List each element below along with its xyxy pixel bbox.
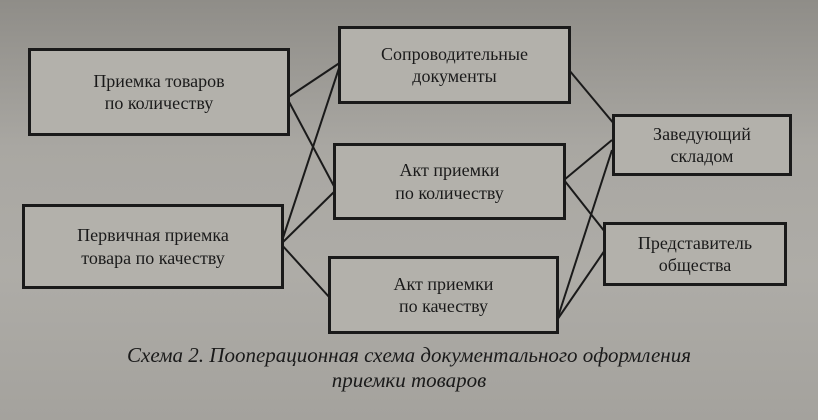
connector-line [286, 97, 337, 191]
box-text: Акт приемки [399, 160, 500, 180]
box-primary-quality: Первичная приемка товара по качеству [22, 204, 284, 289]
connector-line [568, 69, 616, 126]
connector-line [280, 189, 337, 245]
connector-line [286, 61, 342, 99]
diagram-caption: Схема 2. Пооперационная схема документал… [0, 343, 818, 393]
connector-line [280, 243, 331, 299]
box-text: Первичная приемка [77, 225, 229, 245]
connector-line [563, 139, 613, 181]
box-accompanying-documents: Сопроводительные документы [338, 26, 571, 104]
connector-line [563, 179, 606, 233]
box-text: общества [658, 255, 732, 275]
box-text: Приемка товаров [93, 70, 225, 91]
box-act-quantity: Акт приемки по количеству [333, 143, 566, 220]
caption-line: Схема 2. Пооперационная схема документал… [127, 343, 691, 367]
box-act-quality: Акт приемки по качеству [328, 256, 559, 334]
box-society-representative: Представитель общества [603, 222, 787, 286]
box-text: по качеству [398, 296, 489, 316]
box-warehouse-manager: Заведующий складом [612, 114, 792, 176]
caption-line: приемки товаров [331, 368, 487, 392]
box-text: Заведующий [653, 123, 751, 144]
box-text: складом [670, 146, 734, 166]
box-text: Представитель [637, 232, 753, 253]
connector-line [556, 249, 606, 321]
box-text: товара по качеству [81, 247, 225, 268]
connector-line [556, 149, 613, 321]
box-text: по количеству [104, 93, 214, 113]
box-text: документы [412, 66, 497, 86]
box-text: Акт приемки [393, 273, 494, 294]
connector-line [280, 61, 342, 245]
box-text: Сопроводительные [380, 43, 529, 64]
box-text: по количеству [395, 182, 504, 203]
box-acceptance-quantity: Приемка товаров по количеству [28, 48, 290, 136]
